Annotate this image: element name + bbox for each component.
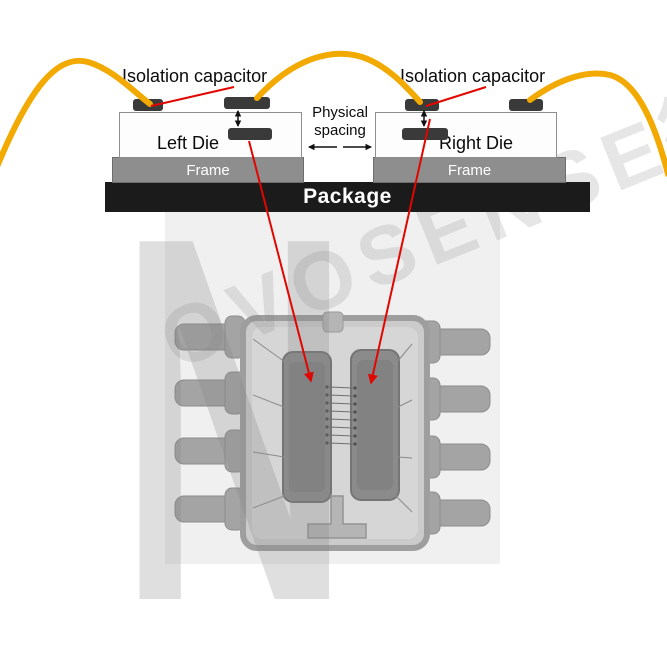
right-capacitor-bottom-plate bbox=[402, 128, 448, 140]
tie-bar-t bbox=[307, 495, 367, 539]
isolation-capacitor-label-left: Isolation capacitor bbox=[122, 66, 268, 86]
physical-spacing-label: Physical spacing bbox=[301, 104, 379, 140]
top-tab bbox=[322, 311, 344, 333]
package-bar: Package bbox=[105, 182, 590, 212]
right-capacitor-top-plate bbox=[405, 99, 439, 111]
die-paddle-right bbox=[350, 349, 400, 501]
left-capacitor-bottom-plate bbox=[228, 128, 272, 140]
die-to-die-bond-wires bbox=[328, 386, 354, 445]
frame-left: Frame bbox=[112, 157, 304, 183]
frame-right-label: Frame bbox=[447, 161, 492, 179]
die-paddle-left bbox=[282, 351, 332, 503]
physical-spacing-line1: Physical bbox=[312, 104, 368, 121]
bond-wire-middle bbox=[254, 50, 423, 105]
frame-left-label: Frame bbox=[186, 161, 230, 179]
left-wire-pad bbox=[133, 99, 163, 111]
physical-spacing-line2: spacing bbox=[314, 122, 366, 139]
bond-pads bbox=[325, 385, 357, 446]
left-capacitor-top-plate bbox=[224, 97, 270, 109]
left-die: Left Die bbox=[119, 112, 302, 158]
xray-image bbox=[165, 212, 500, 564]
left-die-label: Left Die bbox=[156, 133, 220, 153]
right-wire-pad bbox=[509, 99, 543, 111]
package-label: Package bbox=[303, 185, 392, 208]
right-die-label: Right Die bbox=[438, 133, 514, 153]
frame-right: Frame bbox=[373, 157, 566, 183]
red-pointer-left bbox=[150, 86, 235, 107]
isolation-capacitor-label-right: Isolation capacitor bbox=[400, 66, 546, 86]
